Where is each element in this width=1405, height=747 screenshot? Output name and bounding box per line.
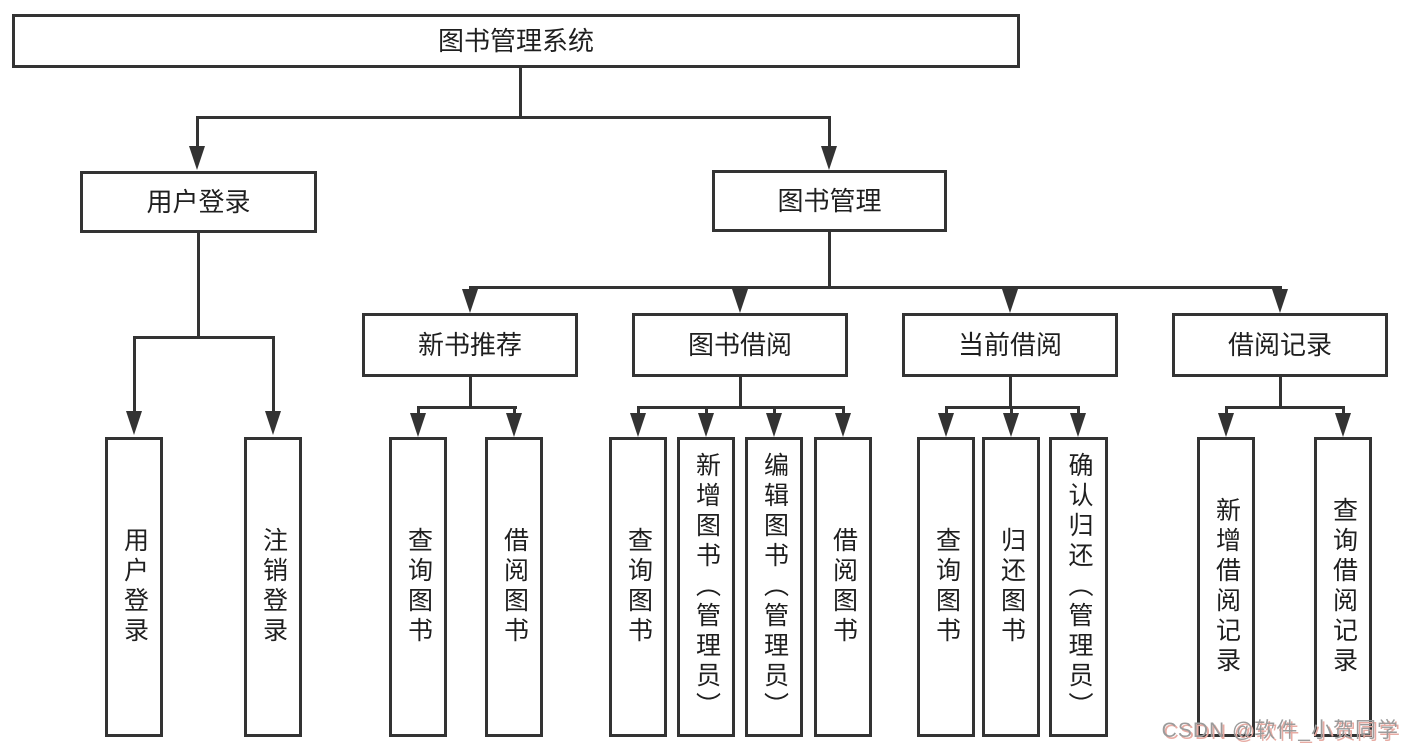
arrow-down-icon [410,413,426,437]
node-borrowing-records: 借阅记录 [1172,313,1388,377]
connector-to-leaf [417,407,420,413]
arrow-down-icon [1070,413,1086,437]
arrow-down-icon [1335,413,1351,437]
leaf-query-borrow-record: 查询借阅记录 [1314,437,1372,737]
arrow-down-icon [1218,413,1234,437]
node-root: 图书管理系统 [12,14,1020,68]
arrow-down-icon [506,413,522,437]
arrow-down-icon [1003,413,1019,437]
leaf-add-borrow-record: 新增借阅记录 [1197,437,1255,737]
node-current-borrowing: 当前借阅 [902,313,1118,377]
watermark-text: CSDN @软件_小贺同学 [1161,719,1399,742]
connector-records-bus [1225,406,1345,409]
leaf-add-book-admin: 新增图书（管理员） [677,437,735,737]
connector-records-stem [1279,377,1282,407]
connector-to-book-management [828,117,831,146]
node-new-book-recommendation: 新书推荐 [362,313,578,377]
node-user-login: 用户登录 [80,171,317,233]
arrow-down-icon [630,413,646,437]
connector-to-leaf [945,407,948,413]
connector-to-leaf [1010,407,1013,413]
connector-user-login-bus [133,336,275,339]
arrow-down-icon [766,413,782,437]
connector-newbook-bus [417,406,517,409]
arrow-down-icon [1002,289,1018,313]
connector-to-user-login [196,117,199,146]
connector-user-login-stem [197,233,200,337]
leaf-return-book: 归还图书 [982,437,1040,737]
arrow-down-icon [265,411,281,435]
connector-root-bus [196,116,831,119]
connector-borrowing-bus [637,406,845,409]
connector-to-leaf [513,407,516,413]
connector-to-leaf [272,337,275,411]
leaf-confirm-return-admin: 确认归还（管理员） [1049,437,1108,737]
connector-newbook-stem [469,377,472,407]
connector-to-leaf [842,407,845,413]
arrow-down-icon [732,289,748,313]
connector-to-leaf [705,407,708,413]
arrow-down-icon [938,413,954,437]
connector-book-management-stem [828,232,831,287]
leaf-user-login: 用户登录 [105,437,163,737]
arrow-down-icon [462,289,478,313]
connector-book-management-bus [469,286,1282,289]
connector-to-leaf [1342,407,1345,413]
arrow-down-icon [189,146,205,170]
connector-current-stem [1009,377,1012,407]
connector-borrowing-stem [739,377,742,407]
connector-to-leaf [773,407,776,413]
leaf-query-books-recommend: 查询图书 [389,437,447,737]
arrow-down-icon [835,413,851,437]
node-book-management: 图书管理 [712,170,947,232]
leaf-edit-book-admin: 编辑图书（管理员） [745,437,803,737]
connector-to-leaf [1077,407,1080,413]
connector-to-leaf [637,407,640,413]
connector-root-stem [519,68,522,117]
arrow-down-icon [126,411,142,435]
connector-to-leaf [1225,407,1228,413]
leaf-query-books-current: 查询图书 [917,437,975,737]
arrow-down-icon [821,146,837,170]
leaf-logout: 注销登录 [244,437,302,737]
arrow-down-icon [698,413,714,437]
leaf-borrow-books-recommend: 借阅图书 [485,437,543,737]
leaf-borrow-books: 借阅图书 [814,437,872,737]
connector-to-leaf [133,337,136,411]
arrow-down-icon [1272,289,1288,313]
leaf-query-books-borrowing: 查询图书 [609,437,667,737]
node-book-borrowing: 图书借阅 [632,313,848,377]
